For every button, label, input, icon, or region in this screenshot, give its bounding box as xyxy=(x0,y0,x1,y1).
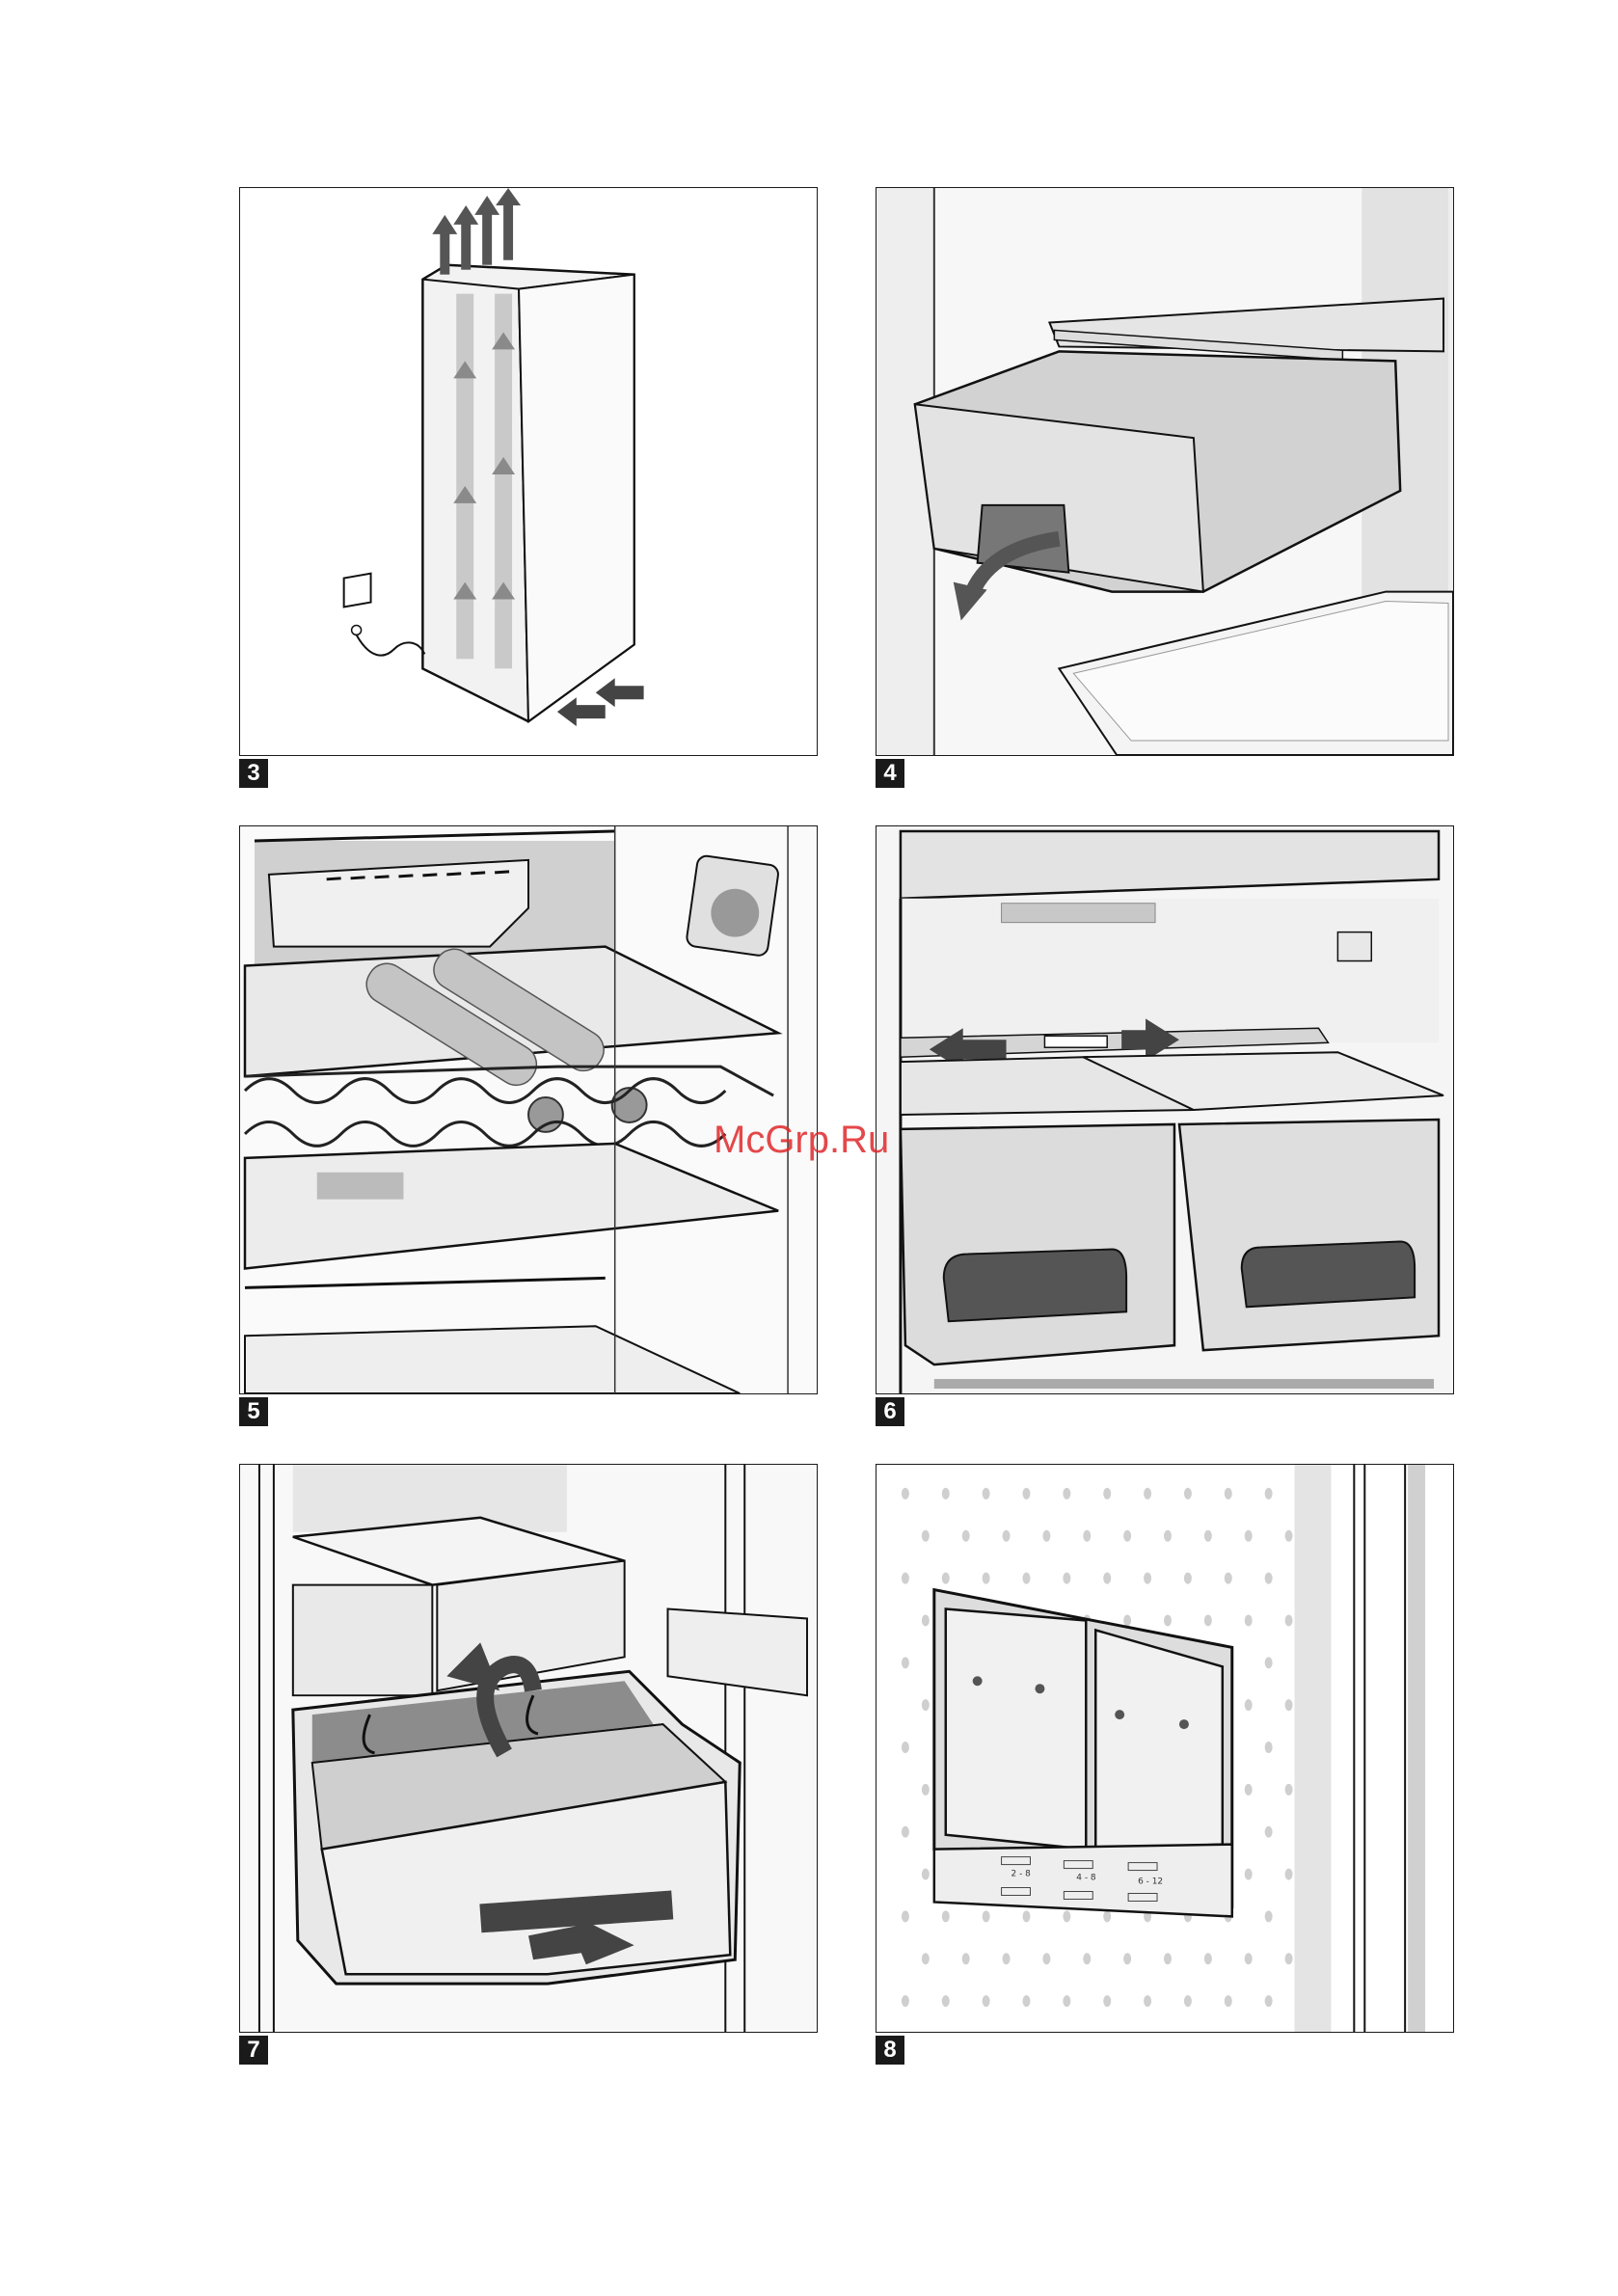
figure-6-panel xyxy=(876,825,1454,1394)
ventilation-illustration xyxy=(240,188,817,755)
figure-4-panel xyxy=(876,187,1454,756)
figure-8-label: 8 xyxy=(876,2036,904,2065)
drawer-divider-illustration xyxy=(876,826,1453,1393)
figure-3-label: 3 xyxy=(239,759,268,788)
legend-range-2: 4 - 8 xyxy=(1076,1874,1096,1883)
figure-5-panel xyxy=(239,825,818,1394)
figure-8-panel: 2 - 8 4 - 8 6 - 12 xyxy=(876,1464,1454,2033)
watermark-text: McGrp.Ru xyxy=(714,1119,889,1162)
freezer-drawer-illustration xyxy=(240,1465,817,2032)
figure-5-label: 5 xyxy=(239,1397,268,1426)
figure-6-label: 6 xyxy=(876,1397,904,1426)
drawer-removal-illustration xyxy=(876,188,1453,755)
legend-range-3: 6 - 12 xyxy=(1138,1877,1163,1887)
legend-range-1: 2 - 8 xyxy=(1011,1870,1032,1879)
wine-rack-illustration xyxy=(240,826,817,1393)
figure-7-label: 7 xyxy=(239,2036,268,2065)
figure-3-panel xyxy=(239,187,818,756)
figure-7-panel xyxy=(239,1464,818,2033)
cold-packs-illustration: 2 - 8 4 - 8 6 - 12 xyxy=(876,1465,1453,2032)
figure-4-label: 4 xyxy=(876,759,904,788)
